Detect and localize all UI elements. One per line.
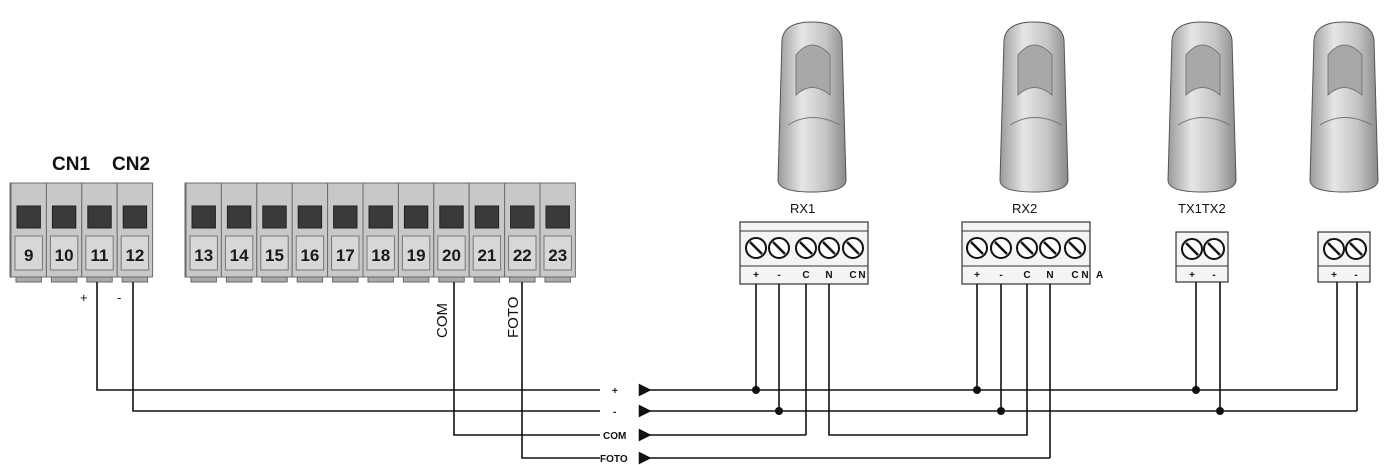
terminal-number: 23 (548, 246, 567, 265)
sensor-rx1 (777, 21, 847, 193)
wires (96, 282, 1358, 465)
terminal-number: 21 (477, 246, 496, 265)
terminal-15: 15 (256, 182, 293, 283)
terminal-number: 15 (265, 246, 284, 265)
terminal-number: 17 (336, 246, 355, 265)
pin-label: + (1189, 270, 1195, 281)
terminal-12: 12 (116, 182, 154, 283)
terminal-18: 18 (362, 182, 399, 283)
pin-label: C (1071, 270, 1078, 281)
pin-label: + (974, 270, 980, 281)
terminal-block-b: 13 14 15 16 17 18 19 20 21 22 23 (184, 182, 576, 283)
pin-label: - (999, 270, 1002, 281)
terminal-21: 21 (468, 182, 506, 283)
terminal-number: 13 (194, 246, 213, 265)
terminal-23: 23 (539, 182, 576, 283)
pin-label: C (802, 270, 809, 281)
terminal-22: 22 (504, 182, 541, 283)
screw-terminal (1203, 238, 1225, 260)
tx-label: TX1TX2 (1178, 201, 1226, 216)
pin-label: C (1023, 270, 1030, 281)
terminal-number: 9 (24, 246, 33, 265)
sensor-tx2 (1309, 21, 1379, 193)
com-vertical-label: COM (434, 303, 451, 338)
terminal-9: 9 (10, 182, 47, 283)
screw-terminal (768, 237, 790, 259)
tx1-terminal-block: +- (1175, 231, 1229, 283)
screw-terminal (1323, 238, 1345, 260)
screw-terminal (818, 237, 840, 259)
screw-terminal (795, 237, 817, 259)
pin-label: N (1046, 270, 1053, 281)
terminal-13: 13 (185, 182, 222, 283)
pin-label: N (858, 270, 865, 281)
cn-plus-label: + (80, 290, 88, 305)
terminal-19: 19 (397, 182, 435, 283)
screw-terminal (842, 237, 864, 259)
terminal-number: 22 (513, 246, 532, 265)
pin-label: + (1331, 270, 1337, 281)
terminal-number: 12 (125, 246, 144, 265)
pin-label: - (1212, 270, 1215, 281)
cn-minus-label: - (117, 290, 121, 305)
sensor-tx1 (1167, 21, 1237, 193)
bus-minus-label: - (613, 407, 616, 418)
terminal-number: 20 (442, 246, 461, 265)
terminal-block-a: 9 10 11 12 (9, 182, 154, 283)
terminal-number: 10 (55, 246, 74, 265)
rx2-label: RX2 (1012, 201, 1037, 216)
terminal-number: 18 (371, 246, 390, 265)
terminal-number: 14 (230, 246, 249, 265)
tx2-terminal-block: +- (1317, 231, 1371, 283)
screw-terminal (1039, 237, 1061, 259)
terminal-17: 17 (327, 182, 364, 283)
bus-foto-label: FOTO (600, 454, 628, 465)
sensor-rx2 (999, 21, 1069, 193)
terminal-20: 20 (433, 182, 470, 283)
screw-terminal (1345, 238, 1367, 260)
pin-label: C (849, 270, 856, 281)
terminal-11: 11 (81, 182, 118, 283)
terminal-14: 14 (220, 182, 258, 283)
pin-label: + (753, 270, 759, 281)
cn2-label: CN2 (112, 154, 150, 175)
terminal-16: 16 (291, 182, 329, 283)
pin-label: N (825, 270, 832, 281)
screw-terminal (966, 237, 988, 259)
screw-terminal (990, 237, 1012, 259)
pin-label: - (777, 270, 780, 281)
rx1-label: RX1 (790, 201, 815, 216)
pin-label: - (1354, 270, 1357, 281)
screw-terminal (1064, 237, 1086, 259)
screw-terminal (1016, 237, 1038, 259)
screw-terminal (745, 237, 767, 259)
rx2-suffix-label: A (1096, 270, 1103, 281)
pin-label: N (1081, 270, 1088, 281)
terminal-10: 10 (45, 182, 83, 283)
foto-vertical-label: FOTO (505, 297, 522, 338)
terminal-number: 11 (91, 246, 109, 265)
screw-terminal (1181, 238, 1203, 260)
bus-com-label: COM (603, 431, 626, 442)
cn1-label: CN1 (52, 154, 90, 175)
bus-plus-label: + (612, 386, 618, 397)
terminal-number: 16 (300, 246, 319, 265)
terminal-number: 19 (407, 246, 426, 265)
